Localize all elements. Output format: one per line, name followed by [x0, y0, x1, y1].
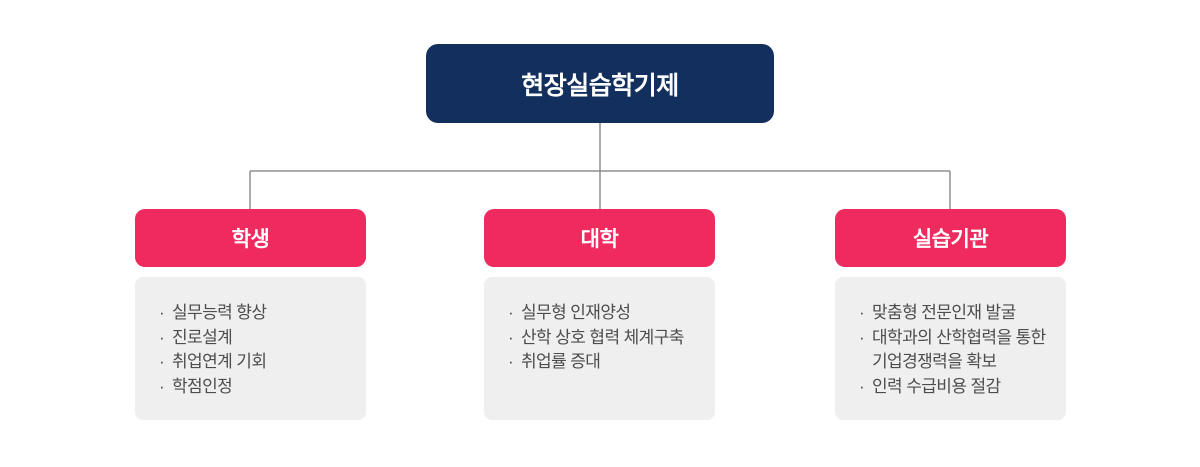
branch-panel-students: 실무능력 향상 진로설계 취업연계 기회 학점인정	[135, 277, 366, 420]
list-item: 대학과의 산학협력을 통한 기업경쟁력을 확보	[859, 326, 1054, 375]
root-node-label: 현장실습학기제	[521, 71, 679, 100]
list-item: 취업연계 기회	[159, 350, 354, 375]
root-node: 현장실습학기제	[426, 44, 774, 123]
benefit-list-institution: 맞춤형 전문인재 발굴 대학과의 산학협력을 통한 기업경쟁력을 확보 인력 수…	[859, 301, 1054, 399]
list-item: 진로설계	[159, 326, 354, 351]
list-item: 맞춤형 전문인재 발굴	[859, 301, 1054, 326]
list-item: 실무능력 향상	[159, 301, 354, 326]
branch-title-university-label: 대학	[580, 228, 619, 251]
list-item: 실무형 인재양성	[508, 301, 703, 326]
list-item: 인력 수급비용 절감	[859, 375, 1054, 400]
list-item: 학점인정	[159, 375, 354, 400]
branch-title-institution-label: 실습기관	[912, 228, 989, 251]
branch-panel-university: 실무형 인재양성 산학 상호 협력 체계구축 취업률 증대	[484, 277, 715, 420]
branch-title-students-label: 학생	[231, 228, 270, 251]
branch-title-students: 학생	[135, 209, 366, 267]
benefit-list-students: 실무능력 향상 진로설계 취업연계 기회 학점인정	[159, 301, 354, 399]
list-item: 산학 상호 협력 체계구축	[508, 326, 703, 351]
benefit-list-university: 실무형 인재양성 산학 상호 협력 체계구축 취업률 증대	[508, 301, 703, 375]
branch-title-university: 대학	[484, 209, 715, 267]
list-item: 취업률 증대	[508, 350, 703, 375]
branch-panel-institution: 맞춤형 전문인재 발굴 대학과의 산학협력을 통한 기업경쟁력을 확보 인력 수…	[835, 277, 1066, 420]
branch-title-institution: 실습기관	[835, 209, 1066, 267]
